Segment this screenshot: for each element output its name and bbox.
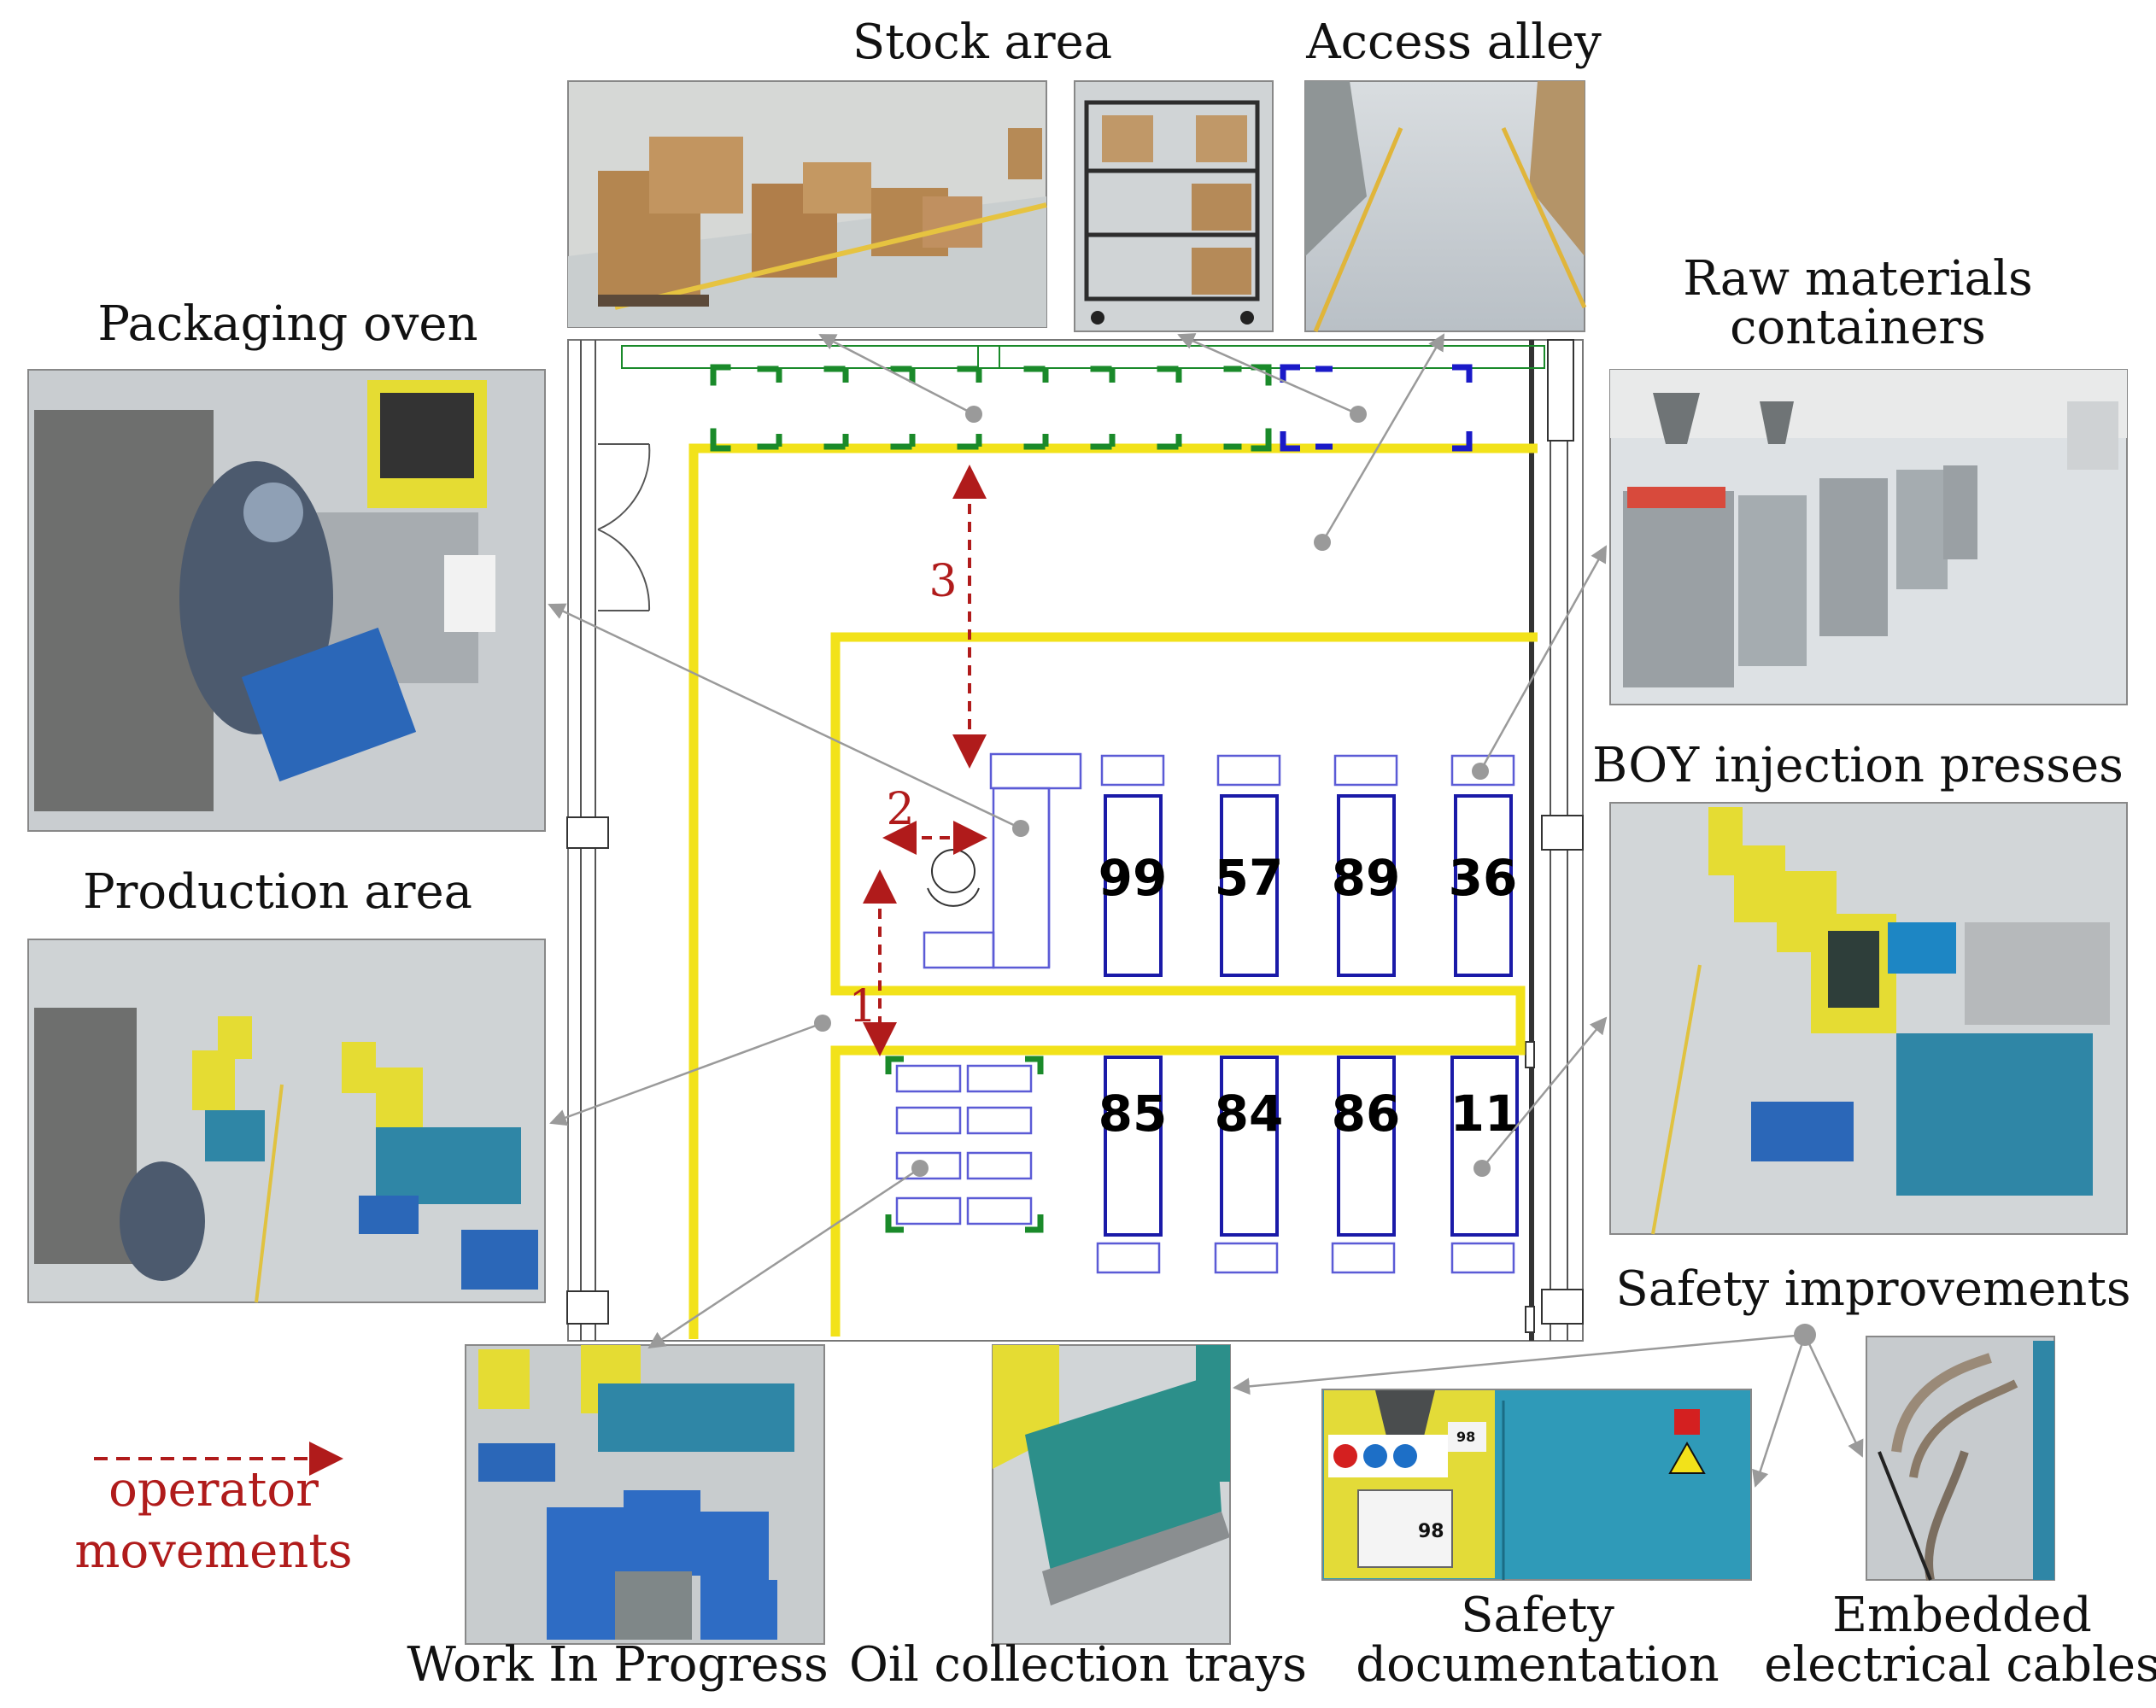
floor-plan: 99 57 89 36 85 84 86 11 3 2 1 [566,339,1584,1342]
right-pillar [1541,815,1584,851]
label-embedded-cables-2: electrical cables [1764,1637,2156,1693]
photo-production-area [27,939,546,1303]
press-number: 86 [1332,1085,1401,1143]
legend-label: operator [108,1462,319,1518]
press-row-bottom: 85 84 86 11 [1096,1056,1520,1274]
label-stock-area: Stock area [852,15,1112,70]
movement-number-1: 1 [848,981,876,1032]
packaging-oven-shape [923,752,1082,969]
press-number: 85 [1099,1085,1168,1143]
left-pillar [566,816,609,849]
press-84 [1220,1056,1279,1237]
left-pillar [566,1290,609,1325]
movement-number-3: 3 [929,556,957,607]
wip-brackets [885,1056,1044,1233]
photo-oil-trays [992,1344,1231,1645]
press-number: 36 [1449,849,1518,907]
photo-stock-area-rack [1074,80,1274,332]
press-36 [1454,794,1513,977]
label-safety-documentation: Safety [1461,1588,1614,1643]
photo-embedded-cables [1866,1336,2055,1581]
right-pillar [1541,1289,1584,1325]
stock-pallet-ticks [776,369,1182,447]
press-85 [1104,1056,1163,1237]
label-safety-improvements: Safety improvements [1615,1261,2130,1317]
press-tag-small: 98 [1456,1429,1475,1445]
plan-border [567,339,1584,1342]
label-production-area: Production area [83,864,472,920]
photo-stock-area-pallets [567,80,1047,328]
label-work-in-progress: Work In Progress [407,1637,828,1693]
press-number: 99 [1099,849,1168,907]
press-57 [1220,794,1279,977]
top-conveyor [621,345,1545,369]
photo-boy-presses [1609,802,2128,1235]
label-access-alley: Access alley [1305,15,1602,70]
press-row-top: 99 57 89 36 [1099,754,1518,977]
label-safety-documentation-2: documentation [1356,1637,1719,1693]
label-raw-materials-2: containers [1730,300,1986,355]
press-number: 57 [1215,849,1284,907]
leader-dots [814,406,1816,1346]
leader-lines [548,333,1864,1488]
legend-label-2: movements [74,1524,352,1579]
press-number: 84 [1215,1085,1284,1143]
operator-movements [863,465,987,1056]
stock-pallet-brackets [710,364,1272,452]
photo-safety-documentation: 98 98 [1321,1389,1752,1581]
press-99 [1104,794,1163,977]
label-packaging-oven: Packaging oven [97,296,477,352]
right-pillar [1547,339,1574,442]
photo-access-alley [1304,80,1587,332]
wip-crates [895,1064,1033,1225]
label-oil-trays: Oil collection trays [849,1637,1307,1693]
door-icon [597,443,651,611]
label-embedded-cables: Embedded [1832,1588,2092,1643]
press-number: 89 [1332,849,1401,907]
movement-number-2: 2 [886,784,914,835]
press-number: 11 [1450,1085,1520,1143]
photo-raw-materials [1609,369,2128,705]
label-raw-materials: Raw materials [1683,251,2032,307]
photo-work-in-progress [465,1344,825,1645]
press-11 [1450,1056,1519,1237]
blue-area-bracket [1280,364,1473,452]
press-86 [1337,1056,1396,1237]
legend: operator movements [74,1442,353,1579]
press-89 [1337,794,1396,977]
label-boy-presses: BOY injection presses [1592,738,2124,793]
photo-packaging-oven [27,369,546,832]
press-tag-label: 98 [1418,1521,1444,1542]
